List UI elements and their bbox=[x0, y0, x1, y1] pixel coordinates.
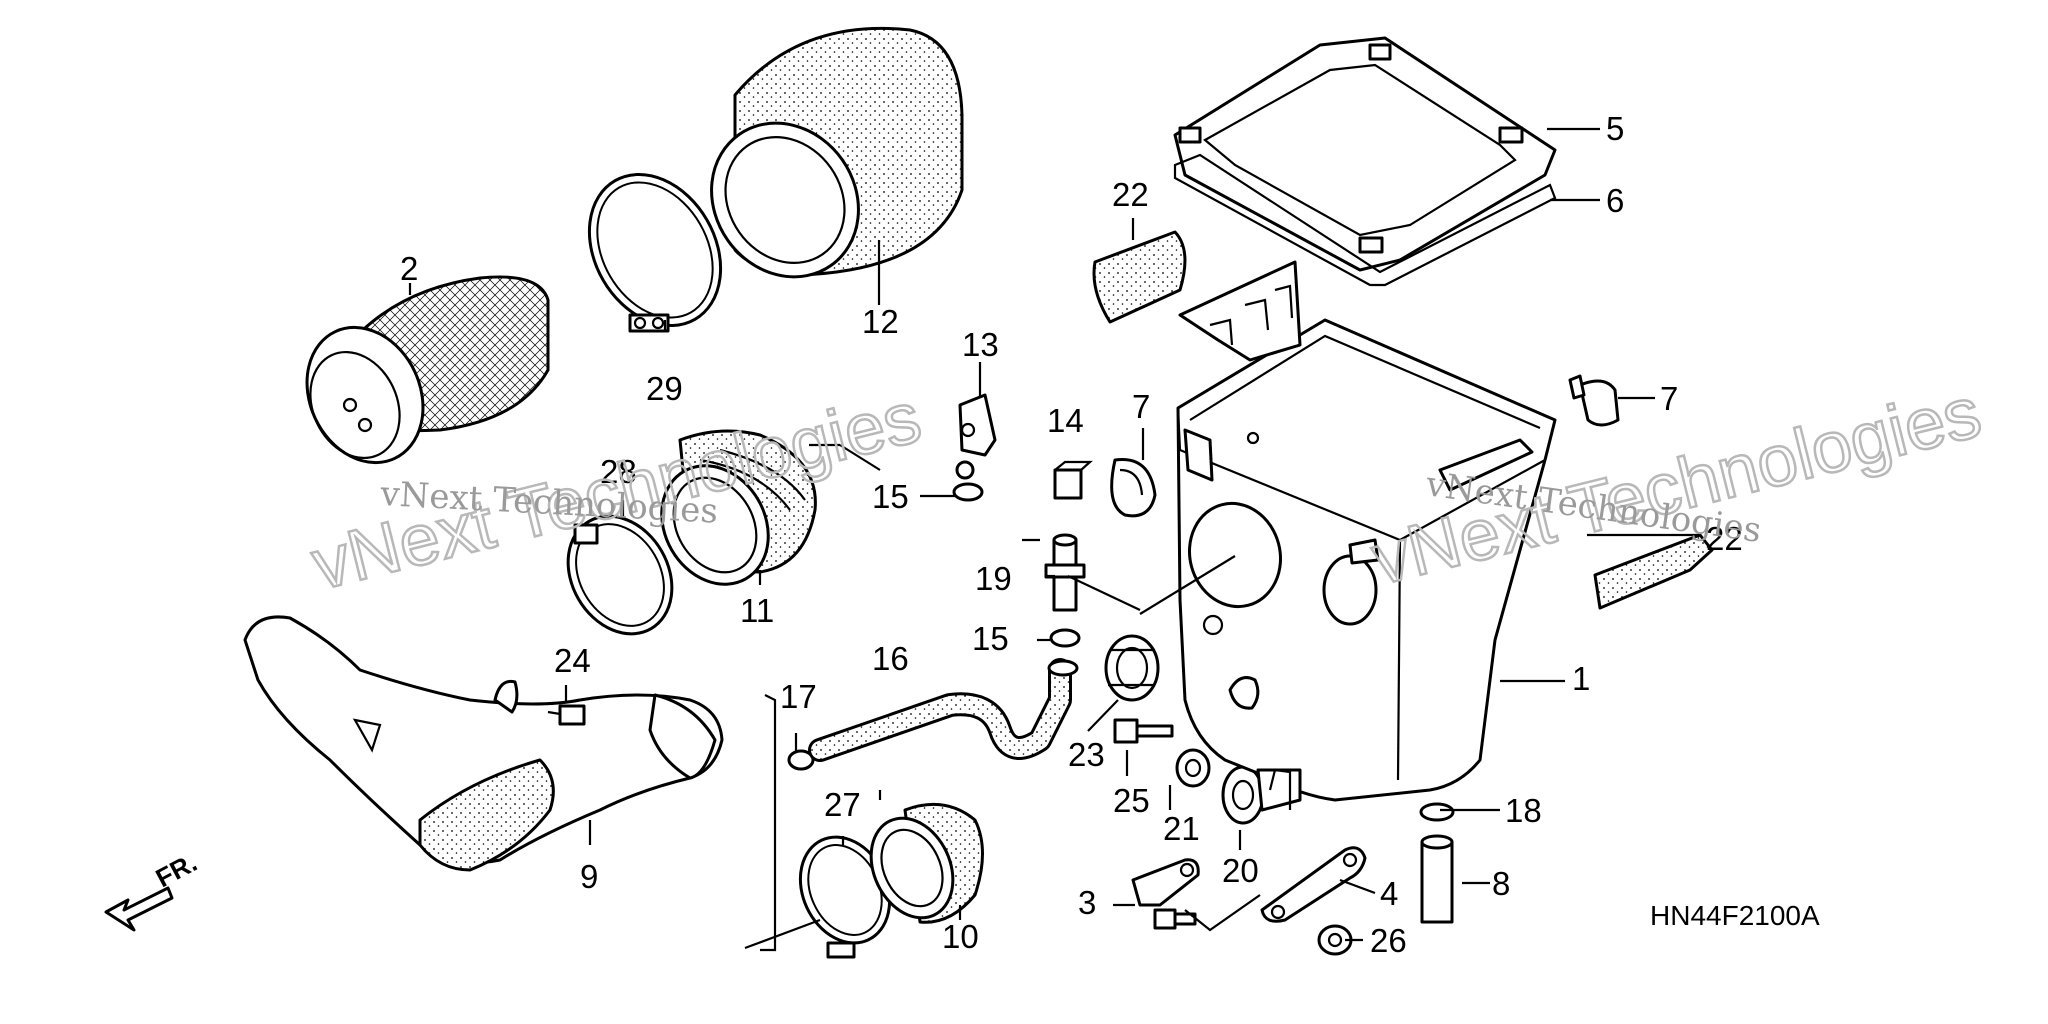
callout-14: 14 bbox=[1047, 402, 1084, 439]
callout-11: 11 bbox=[740, 592, 774, 629]
callout-1: 1 bbox=[1572, 660, 1590, 697]
collar-21 bbox=[1175, 748, 1211, 788]
block-14 bbox=[1053, 460, 1093, 500]
intake-duct bbox=[243, 615, 724, 872]
callout-25: 25 bbox=[1113, 782, 1150, 819]
callout-5: 5 bbox=[1606, 110, 1624, 147]
callout-9: 9 bbox=[580, 858, 598, 895]
callout-28: 28 bbox=[600, 453, 637, 490]
air-cleaner-case bbox=[1176, 318, 1557, 812]
clip-17 bbox=[787, 749, 815, 771]
filter-clamp-band bbox=[587, 173, 723, 333]
callout-18: 18 bbox=[1505, 792, 1542, 829]
stay-4 bbox=[1260, 846, 1367, 923]
clamp-clip-right bbox=[1568, 374, 1620, 427]
valve-bracket bbox=[955, 393, 997, 480]
callout-29: 29 bbox=[646, 370, 683, 407]
air-box-rear-plate bbox=[1178, 260, 1302, 362]
front-marker-label: FR. bbox=[151, 847, 202, 893]
foam-filter-element bbox=[710, 26, 964, 279]
callout-22-upper: 22 bbox=[1112, 176, 1149, 213]
joint-boot bbox=[869, 802, 984, 924]
callout-27: 27 bbox=[824, 786, 861, 823]
callout-15-upper: 15 bbox=[872, 478, 909, 515]
callout-26: 26 bbox=[1370, 922, 1407, 959]
callout-3: 3 bbox=[1078, 884, 1096, 921]
callout-19: 19 bbox=[975, 560, 1012, 597]
connecting-tube bbox=[660, 429, 817, 586]
callout-2: 2 bbox=[400, 250, 418, 287]
callout-10: 10 bbox=[942, 918, 979, 955]
callout-4: 4 bbox=[1380, 875, 1398, 912]
drain-tube bbox=[1420, 834, 1454, 924]
callout-20: 20 bbox=[1222, 852, 1259, 889]
front-direction-marker: FR. bbox=[104, 847, 202, 932]
drawing-code: HN44F2100A bbox=[1650, 900, 1820, 931]
callout-16: 16 bbox=[872, 640, 909, 677]
drain-hose bbox=[808, 658, 1079, 762]
clip-18 bbox=[1419, 802, 1455, 822]
callout-8: 8 bbox=[1492, 865, 1510, 902]
callout-15-lower: 15 bbox=[972, 620, 1009, 657]
foam-pad-lower bbox=[1593, 533, 1714, 610]
tube-band bbox=[566, 514, 674, 636]
breather-pipe bbox=[1044, 533, 1086, 612]
cover-gasket bbox=[1173, 153, 1557, 287]
clip-15-lower bbox=[1049, 628, 1081, 648]
callout-13: 13 bbox=[962, 326, 999, 363]
clip-15-upper bbox=[952, 482, 984, 502]
callout-7-upper: 7 bbox=[1132, 388, 1150, 425]
bolt-25 bbox=[1113, 718, 1174, 744]
callout-23: 23 bbox=[1068, 736, 1105, 773]
clamp-clip-left bbox=[1110, 457, 1157, 518]
air-box-cover bbox=[1173, 36, 1557, 272]
callout-21: 21 bbox=[1163, 810, 1200, 847]
foam-pad-upper bbox=[1092, 230, 1187, 324]
callout-7-right: 7 bbox=[1660, 380, 1678, 417]
callout-17: 17 bbox=[780, 678, 817, 715]
bracket-3 bbox=[1131, 858, 1200, 930]
mesh-filter-cage bbox=[305, 275, 550, 465]
callout-24: 24 bbox=[554, 642, 591, 679]
leader-lines bbox=[408, 127, 1700, 952]
callout-6: 6 bbox=[1606, 182, 1624, 219]
callout-labels: 1 2 3 4 5 6 7 7 8 9 10 11 12 13 14 15 15… bbox=[400, 110, 1743, 959]
callout-22-right: 22 bbox=[1706, 520, 1743, 557]
grommet-20 bbox=[1221, 765, 1265, 825]
bolt-24 bbox=[547, 704, 586, 726]
grommet-23 bbox=[1104, 634, 1160, 702]
callout-12: 12 bbox=[862, 303, 899, 340]
